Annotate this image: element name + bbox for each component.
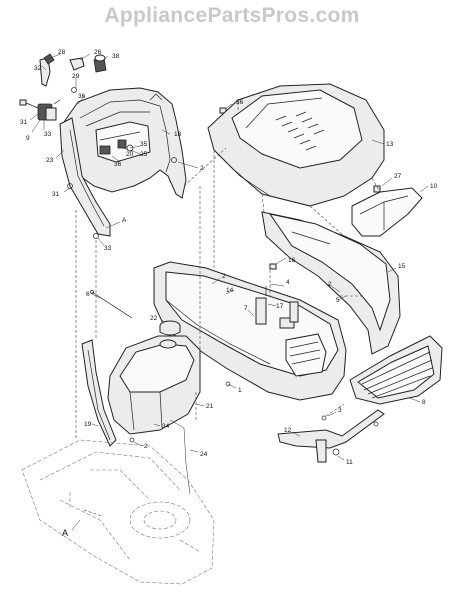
hood-vents (275, 111, 325, 151)
callout-A1: A (122, 217, 127, 224)
callout-9: 9 (26, 135, 30, 142)
callout-2d: 2 (144, 443, 148, 450)
callout-32: 32 (34, 65, 42, 72)
callout-5: 5 (336, 297, 340, 304)
grille-bracket (277, 409, 385, 463)
callout-31a: 31 (20, 119, 28, 126)
callout-36a: 36 (78, 93, 86, 100)
callout-1: 1 (238, 387, 242, 394)
callout-28: 28 (58, 49, 66, 56)
callout-35: 35 (140, 141, 148, 148)
callout-33a: 33 (44, 131, 52, 138)
callout-2b: 2 (222, 273, 226, 280)
callout-27: 27 (394, 173, 402, 180)
callout-2c: 2 (328, 281, 332, 288)
callout-A2: A (62, 528, 68, 538)
headlight-lens (351, 187, 423, 237)
callout-10: 10 (430, 183, 438, 190)
callout-3: 3 (338, 407, 342, 414)
tractor-frame (21, 439, 215, 585)
callout-20: 20 (126, 151, 134, 158)
front-grille (349, 335, 443, 405)
center-bracket (255, 286, 299, 329)
watermark-text: AppliancePartsPros.com (104, 4, 360, 27)
fuel-tank-support (81, 339, 117, 447)
fuel-line (169, 419, 191, 495)
dash-panel (63, 87, 187, 199)
hood-front-shell (261, 211, 401, 355)
fuel-tank (107, 335, 201, 435)
dash-support-bracket (59, 117, 111, 237)
key-switch-parts (19, 53, 107, 121)
callout-7: 7 (244, 305, 248, 312)
callout-2a: 2 (200, 165, 204, 172)
callout-29: 29 (72, 73, 80, 80)
callout-6: 6 (86, 291, 90, 298)
reference-lines (75, 102, 381, 517)
callout-36c: 36 (236, 99, 244, 106)
callout-17: 17 (276, 303, 284, 310)
callout-23: 23 (46, 157, 54, 164)
callout-31b: 31 (52, 191, 60, 198)
callout-8: 8 (422, 399, 426, 406)
callout-13: 13 (386, 141, 394, 148)
callout-18: 18 (174, 131, 182, 138)
callout-22: 22 (150, 315, 158, 322)
callout-24: 24 (200, 451, 208, 458)
callout-4: 4 (286, 279, 290, 286)
callout-15: 15 (398, 263, 406, 270)
callout-14: 14 (226, 287, 234, 294)
callout-16: 16 (288, 257, 296, 264)
cable (90, 290, 133, 319)
callout-25: 25 (140, 151, 148, 158)
callout-26: 26 (94, 49, 102, 56)
callout-34: 34 (162, 423, 170, 430)
callout-11: 11 (346, 459, 353, 466)
callout-38: 38 (112, 53, 120, 60)
callout-12: 12 (284, 427, 292, 434)
callout-36b: 36 (114, 161, 122, 168)
callout-33b: 33 (104, 245, 112, 252)
hood-top (207, 83, 385, 207)
panel-grille (285, 333, 327, 377)
callout-19: 19 (84, 421, 92, 428)
fuel-cap (159, 320, 181, 336)
leader-lines (29, 53, 429, 531)
callout-21: 21 (206, 403, 214, 410)
callout-labels: 28 26 38 32 29 36 31 33 9 20 35 25 36 18… (20, 49, 438, 538)
